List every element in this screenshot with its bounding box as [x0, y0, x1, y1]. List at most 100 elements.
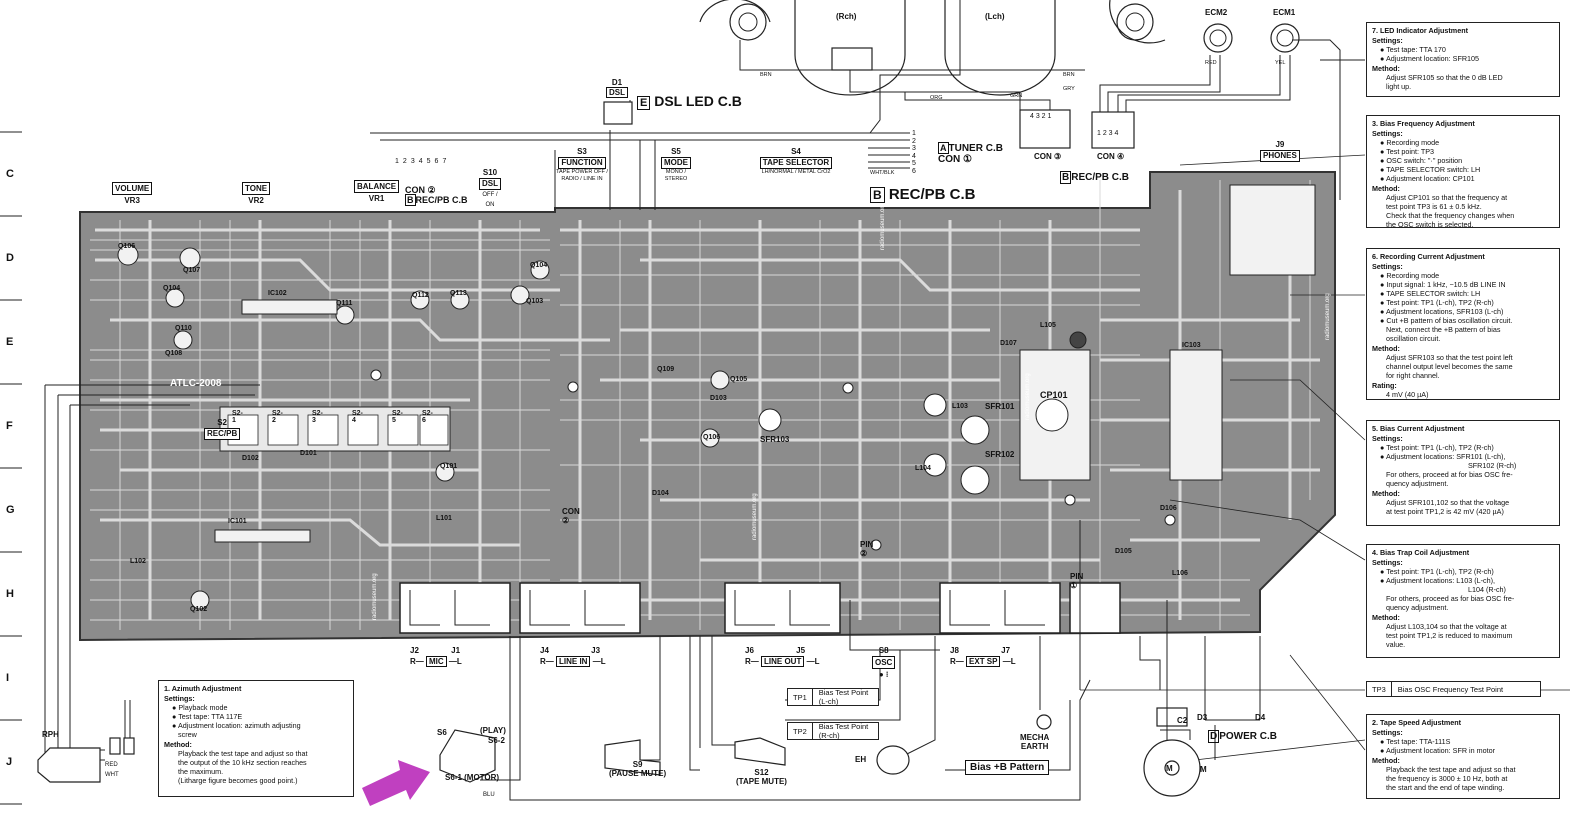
control-balance: BALANCE VR1	[354, 180, 400, 204]
board-title: B REC/PB C.B	[870, 186, 976, 203]
power-letter: D	[1208, 730, 1220, 743]
comp-q112: Q112	[412, 292, 429, 299]
switch-s8: S8 OSC ● ⁝	[872, 645, 896, 680]
note-bias-trap-title: 4. Bias Trap Coil Adjustment	[1372, 548, 1470, 557]
switch-s5-ref: S5	[671, 147, 681, 156]
jack-j9-name: PHONES	[1260, 150, 1300, 162]
switch-s4: S4 TAPE SELECTOR LH/NORMAL / METAL CrO2	[756, 147, 836, 176]
comp-d105: D105	[1115, 548, 1132, 555]
comp-d104: D104	[652, 490, 669, 497]
tuner-letter: A	[938, 142, 949, 154]
jack-j9-ref: J9	[1275, 140, 1285, 149]
rec-pb-letter: B	[405, 194, 416, 206]
tuner-con: CON	[938, 154, 961, 165]
s6-label: S6	[437, 728, 447, 737]
comp-s2-3: S2-3	[312, 410, 323, 424]
control-volume: VOLUME VR3	[112, 182, 153, 206]
tp1-label: Bias Test Point (L-ch)	[818, 688, 869, 706]
con4-label: CON ④	[1097, 152, 1125, 161]
note-recording-current: 6. Recording Current Adjustment Settings…	[1366, 248, 1560, 400]
pointer-arrow	[362, 760, 430, 806]
switch-s3-sub: TAPE POWER OFF / RADIO / LINE IN	[556, 169, 608, 182]
d1-box: DSL	[606, 87, 628, 98]
s12-label: S12 (TAPE MUTE)	[736, 768, 787, 786]
comp-pin1: PIN ①	[1070, 572, 1084, 590]
d1-ref: D1	[611, 78, 623, 87]
lch-label: (Lch)	[985, 12, 1005, 21]
rec-pb2-text: REC/PB C.B	[1071, 172, 1130, 183]
comp-l104: L104	[915, 465, 931, 472]
comp-q101: Q101	[440, 463, 458, 470]
note-tape-speed: 2. Tape Speed Adjustment Settings: ● Tes…	[1366, 714, 1560, 799]
jack-j9: J9 PHONES	[1260, 140, 1300, 162]
jack-line-out-name: LINE OUT	[761, 656, 805, 667]
switch-s10-name: DSL	[479, 178, 501, 190]
rec-pb-text: REC/PB C.B	[415, 195, 468, 205]
con3-pins: 4 3 2 1	[1030, 113, 1052, 120]
power-text: POWER C.B	[1219, 731, 1278, 742]
note-azimuth: 1. Azimuth Adjustment Settings: ● Playba…	[158, 680, 354, 797]
tuner-text: TUNER C.B	[948, 143, 1003, 154]
control-volume-ref: VR3	[124, 196, 140, 205]
comp-q108: Q108	[165, 350, 183, 357]
switch-s5-name: MODE	[661, 157, 691, 169]
comp-s2-6: S2-6	[422, 410, 433, 424]
eh-label: EH	[855, 755, 867, 764]
board-model: ATLC-2008	[170, 378, 222, 389]
note-led-title: 7. LED Indicator Adjustment	[1372, 26, 1468, 35]
switch-s3: S3 FUNCTION TAPE POWER OFF / RADIO / LIN…	[556, 147, 608, 183]
con3-label: CON ③	[1034, 152, 1062, 161]
comp-pin2: PIN ②	[860, 540, 874, 558]
s6-play-label: (PLAY)	[480, 726, 506, 735]
tp3-key: TP3	[1367, 682, 1392, 696]
rec-pb-con: CON ②	[405, 185, 436, 195]
comp-ic102: IC102	[268, 290, 287, 297]
comp-q105: Q105	[730, 376, 748, 383]
watermark-1: radiomuseum.org	[880, 203, 886, 250]
d3-label: D3	[1197, 713, 1208, 722]
watermark-2: radiomuseum.org	[1025, 373, 1031, 420]
control-volume-name: VOLUME	[112, 182, 153, 195]
comp-q109: Q109	[657, 366, 675, 373]
comp-l105: L105	[1040, 322, 1056, 329]
control-balance-name: BALANCE	[354, 180, 400, 193]
control-balance-ref: VR1	[368, 194, 385, 203]
jack-line-out-pair: J6 J5	[745, 646, 806, 655]
comp-q102: Q102	[190, 606, 208, 613]
row-label-g: G	[6, 504, 15, 516]
row-label-c: C	[6, 168, 14, 180]
watermark-5: radiomuseum.org	[372, 573, 378, 620]
rph-label: RPH	[42, 730, 59, 739]
rph-red: RED	[105, 762, 118, 768]
s6-1-label: S6-1 (MOTOR)	[445, 773, 500, 782]
switch-s4-name: TAPE SELECTOR	[759, 157, 833, 169]
wire-blu-bottom: BLU	[483, 792, 495, 798]
comp-q103: Q103	[526, 298, 544, 305]
comp-q106b: Q106	[703, 434, 721, 441]
comp-s2-1: S2-1	[232, 410, 243, 424]
note-bias-trap-coil: 4. Bias Trap Coil Adjustment Settings: ●…	[1366, 544, 1560, 658]
note-tape-speed-title: 2. Tape Speed Adjustment	[1372, 718, 1462, 727]
note-bias-freq-title: 3. Bias Frequency Adjustment	[1372, 119, 1475, 128]
comp-l103: L103	[952, 403, 968, 410]
ecm1-label: ECM1	[1273, 8, 1296, 17]
bias-b-pattern-box: Bias +B Pattern	[965, 760, 1050, 775]
dsl-led-letter: E	[637, 96, 651, 110]
switch-s4-ref: S4	[791, 147, 801, 156]
row-label-d: D	[6, 252, 14, 264]
jack-line-in: J4 J3 R— LINE IN —L	[540, 645, 630, 667]
comp-sfr103: SFR103	[760, 435, 790, 444]
comp-q106: Q106	[118, 243, 136, 250]
s12-name: (TAPE MUTE)	[736, 777, 787, 786]
row-label-f: F	[6, 420, 13, 432]
tp2-label: Bias Test Point (R-ch)	[818, 722, 869, 740]
row-label-h: H	[6, 588, 14, 600]
c2-label: C2	[1177, 716, 1188, 725]
note-azimuth-title: 1. Azimuth Adjustment	[164, 684, 242, 693]
